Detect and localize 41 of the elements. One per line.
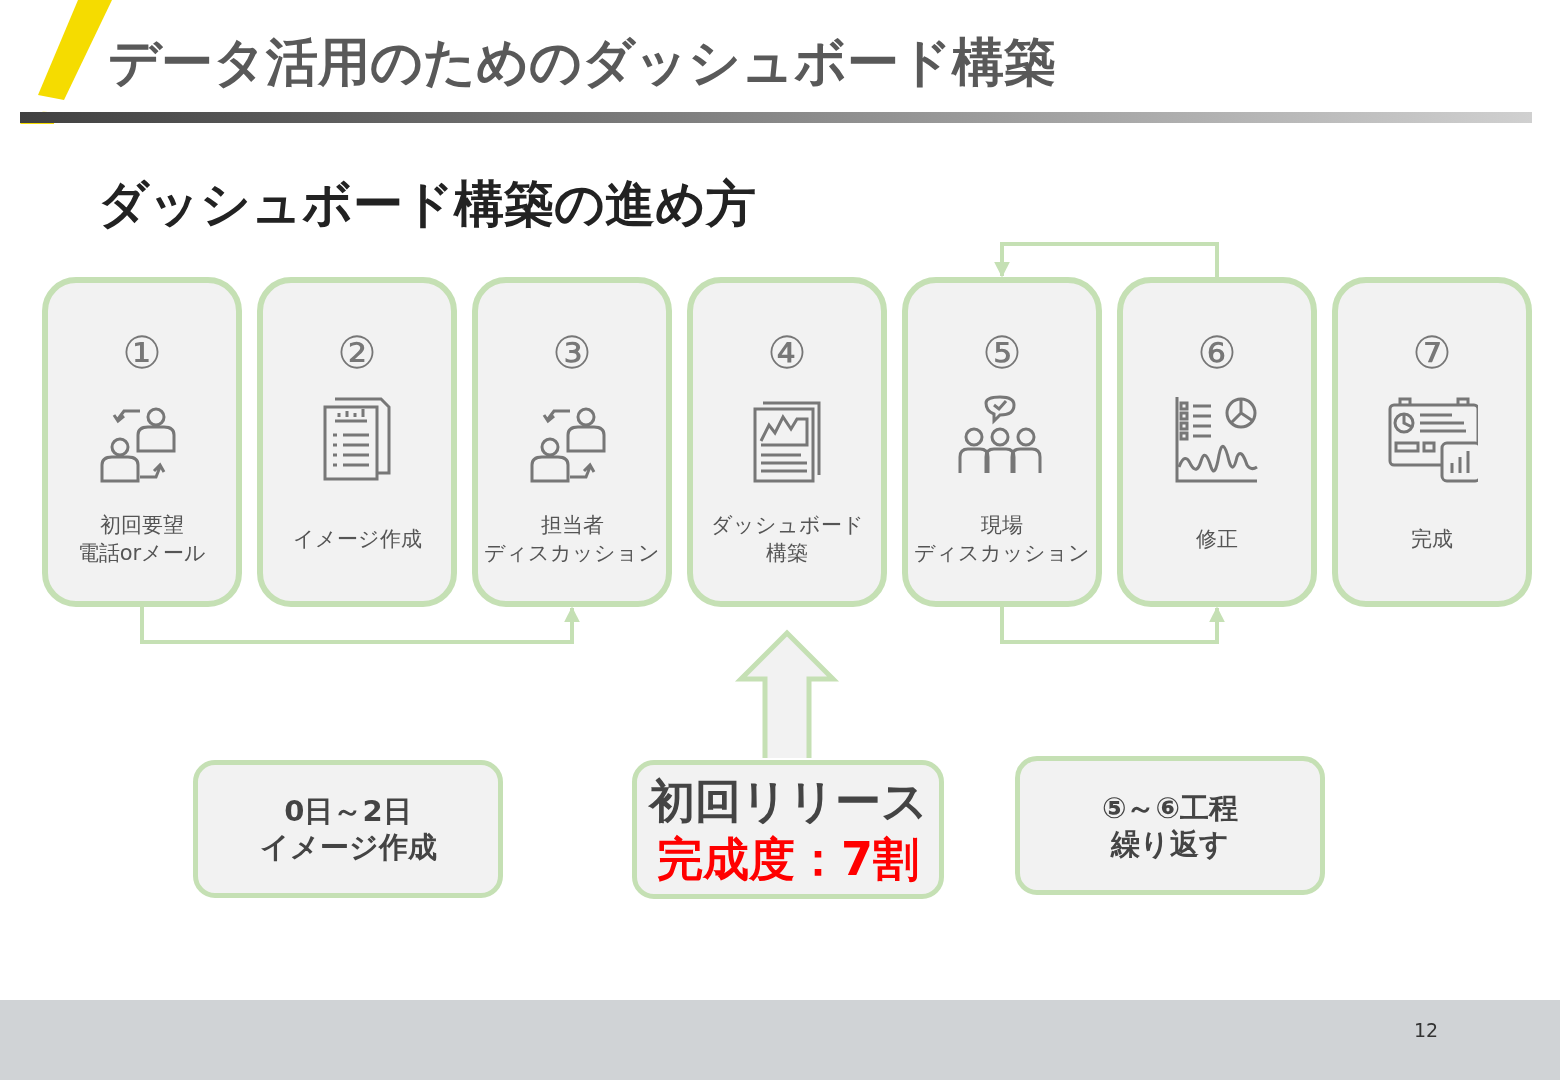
step-card	[472, 277, 672, 607]
step-label: ディスカッション	[914, 540, 1090, 567]
note-text: 0日～2日	[284, 793, 412, 829]
note-box	[632, 760, 944, 899]
step-number: ④	[767, 333, 807, 373]
step-card	[687, 277, 887, 607]
step-number: ②	[337, 333, 377, 373]
step-number: ⑥	[1197, 333, 1237, 373]
note-box	[1015, 756, 1325, 895]
step-label: 修正	[1196, 526, 1238, 553]
note-subtext: 繰り返す	[1111, 825, 1229, 862]
step-number: ⑦	[1412, 333, 1452, 373]
note-subtext: 完成度：7割	[657, 830, 919, 888]
step-label: イメージ作成	[292, 526, 422, 553]
section-heading: ダッシュボード構築の進め方	[98, 174, 756, 235]
step-label: 電話orメール	[77, 540, 207, 567]
step-label: 現場	[981, 512, 1023, 539]
block-arrow	[734, 629, 840, 761]
note-text: ⑤～⑥工程	[1101, 789, 1239, 826]
step-card	[42, 277, 242, 607]
step-label: 初回要望	[100, 512, 184, 539]
step-label: ディスカッション	[484, 540, 660, 567]
step-card	[257, 277, 457, 607]
note-subtext: イメージ作成	[259, 829, 437, 865]
step-label: ダッシュボード	[710, 512, 864, 539]
step-card	[1117, 277, 1317, 607]
step-number: ③	[552, 333, 592, 373]
connector-arrow	[140, 606, 580, 644]
title: データ活用のためのダッシュボード構築	[108, 31, 1056, 94]
step-card	[902, 277, 1102, 607]
step-number: ⑤	[982, 333, 1022, 373]
step-label: 構築	[766, 540, 808, 567]
step-label: 担当者	[540, 512, 604, 539]
connector-arrow	[994, 242, 1219, 278]
step-number: ①	[122, 333, 162, 373]
connector-arrow	[1000, 606, 1225, 644]
note-box	[193, 760, 503, 898]
step-card	[1332, 277, 1532, 607]
note-text: 初回リリース	[648, 772, 928, 830]
step-label: 完成	[1411, 526, 1453, 553]
page-number: 12	[1414, 1018, 1439, 1042]
